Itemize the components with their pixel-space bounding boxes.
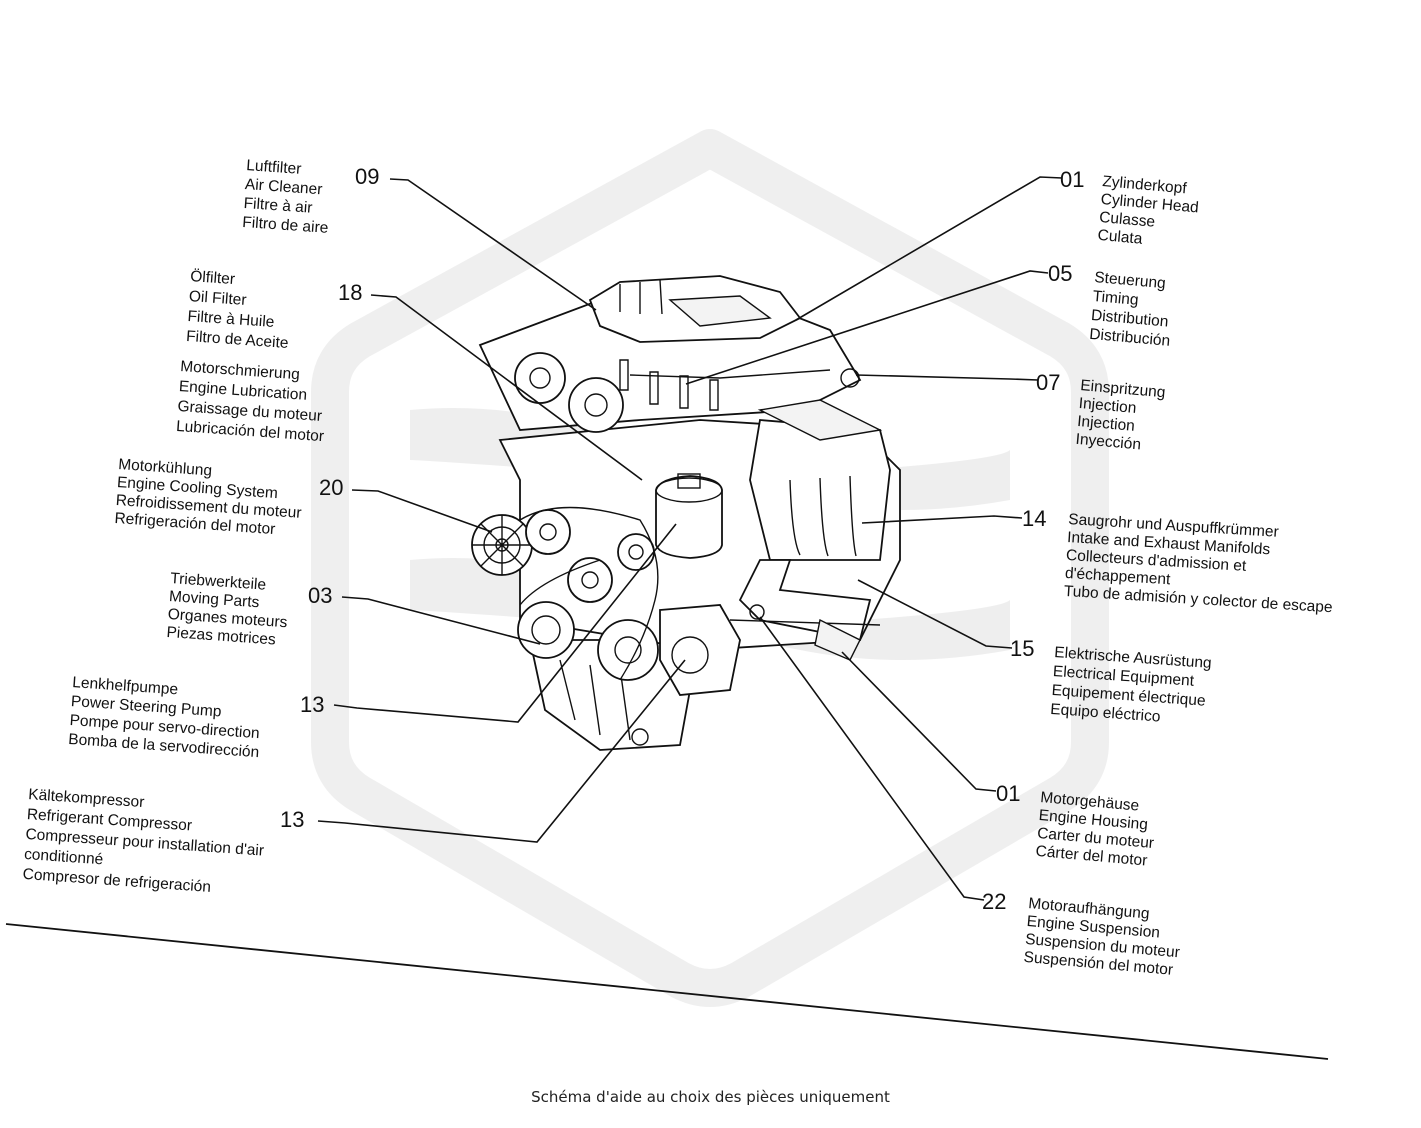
part-label-aufhaengung: MotoraufhängungEngine SuspensionSuspensi… [1023, 895, 1184, 979]
part-label-line: Culasse [1099, 209, 1156, 231]
part-label-line: Compresor de refrigeración [22, 866, 211, 896]
part-label-steuerung: SteuerungTimingDistributionDistribución [1089, 269, 1176, 350]
part-label-einspritzung: EinspritzungInjectionInjectionInyección [1075, 377, 1166, 455]
part-label-line: Filtre à air [243, 195, 313, 217]
part-label-line: Motorkühlung [118, 456, 213, 480]
part-label-line: d'échappement [1064, 565, 1171, 588]
part-label-line: Filtro de Aceite [186, 328, 289, 352]
part-label-elektrik: Elektrische AusrüstungElectrical Equipme… [1050, 644, 1212, 729]
leader-zylinderkopf [795, 176, 1063, 321]
part-label-gehaeuse: MotorgehäuseEngine HousingCarter du mote… [1035, 789, 1158, 870]
callout-number-lenkhelf: 13 [300, 692, 324, 717]
part-label-line: Culata [1097, 227, 1143, 248]
part-label-line: Injection [1078, 395, 1137, 417]
part-label-oelfilter: ÖlfilterOil FilterFiltre à HuileFiltro d… [186, 267, 294, 352]
callout-number-zylinderkopf: 01 [1060, 167, 1084, 192]
callout-number-kuehlung: 20 [319, 475, 343, 500]
callout-number-oelfilter: 18 [338, 280, 362, 305]
part-label-luftfilter: LuftfilterAir CleanerFiltre à airFiltro … [242, 157, 333, 237]
leader-lines [317, 176, 1063, 901]
leader-saugrohr [861, 515, 1023, 524]
part-label-line: Inyección [1075, 431, 1142, 454]
callout-number-steuerung: 05 [1048, 261, 1072, 286]
callout-number-kaelte: 13 [280, 807, 304, 832]
leader-einspritzung [855, 374, 1039, 381]
part-label-kuehlung: MotorkühlungEngine Cooling SystemRefroid… [114, 456, 305, 540]
leader-luftfilter [389, 178, 597, 311]
part-label-line: Oil Filter [188, 288, 247, 309]
callout-number-einspritzung: 07 [1036, 370, 1060, 395]
part-label-triebwerk: TriebwerkteileMoving PartsOrganes moteur… [166, 570, 291, 649]
callout-number-triebwerk: 03 [308, 583, 332, 608]
leader-elektrik [857, 579, 1013, 649]
caption: Schéma d'aide au choix des pièces unique… [531, 1088, 890, 1106]
engine-illustration [471, 275, 901, 751]
callout-number-gehaeuse: 01 [996, 781, 1020, 806]
part-label-line: Timing [1092, 288, 1139, 309]
leader-gehaeuse [841, 651, 997, 792]
part-label-zylinderkopf: ZylinderkopfCylinder HeadCulasseCulata [1097, 173, 1201, 252]
part-label-saugrohr: Saugrohr und AuspuffkrümmerIntake and Ex… [1063, 511, 1337, 616]
part-label-line: Injection [1077, 413, 1136, 435]
leader-lenkhelf [333, 523, 677, 723]
part-label-schmierung: MotorschmierungEngine LubricationGraissa… [176, 358, 329, 445]
base-line [5, 923, 1329, 1060]
part-label-line: Moving Parts [168, 588, 260, 611]
part-label-line: Luftfilter [246, 157, 302, 178]
part-label-line: Air Cleaner [244, 176, 323, 198]
callout-number-elektrik: 15 [1010, 636, 1034, 661]
part-label-line: Filtro de aire [242, 214, 329, 237]
part-label-kaelte: KältekompressorRefrigerant CompressorCom… [22, 786, 267, 899]
part-label-line: conditionné [24, 846, 104, 868]
leader-aufhaengung [759, 616, 985, 901]
leader-kaelte [317, 659, 686, 843]
part-label-line: Ölfilter [190, 267, 236, 288]
part-label-line: Steuerung [1094, 269, 1167, 292]
callout-number-aufhaengung: 22 [982, 889, 1006, 914]
leader-steuerung [685, 270, 1049, 385]
leader-oelfilter [370, 294, 643, 481]
callout-number-luftfilter: 09 [355, 164, 379, 189]
part-label-line: Distribution [1090, 307, 1169, 331]
callout-number-saugrohr: 14 [1022, 506, 1046, 531]
leader-triebwerk [341, 596, 541, 645]
part-label-line: Filtre à Huile [187, 308, 275, 331]
part-label-line: Triebwerkteile [170, 570, 267, 594]
leader-kuehlung [351, 489, 493, 533]
part-label-line: Distribución [1089, 326, 1171, 350]
part-label-lenkhelf: LenkhelfpumpePower Steering PumpPompe po… [68, 674, 264, 761]
